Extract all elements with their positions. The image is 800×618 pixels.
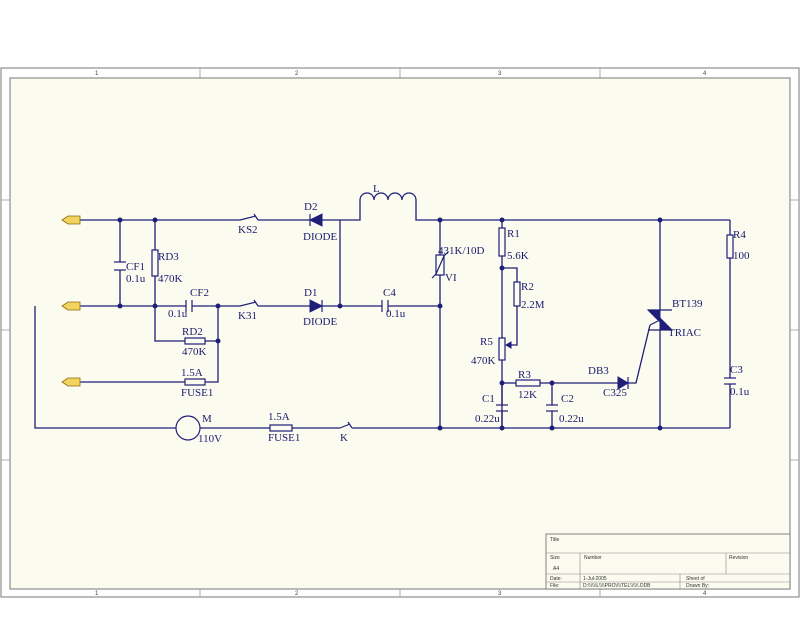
label-r5: R5: [480, 336, 493, 348]
label-d1-value: DIODE: [303, 316, 337, 328]
label-triac-part: BT139: [672, 298, 703, 310]
title-block-sheet: Sheet of: [686, 576, 705, 582]
label-r2: R2: [521, 281, 534, 293]
diode-d1-icon: [309, 299, 324, 313]
label-r3: R3: [518, 369, 531, 381]
connector-bottom[interactable]: [61, 377, 81, 387]
label-d2: D2: [304, 201, 317, 213]
label-varistor-value: 431K/10D: [438, 245, 485, 257]
resistor-r3-icon: [515, 379, 541, 387]
title-block-size: Size: [550, 555, 560, 561]
resistor-r2-icon: [513, 281, 521, 307]
label-d2-value: DIODE: [303, 231, 337, 243]
title-block-file-value: D:\\\\\\L\\\\PRO\\\\TEL\\\\\\.DDB: [583, 583, 651, 589]
label-cf2-value: 0.1u: [168, 308, 188, 320]
label-db3: DB3: [588, 365, 609, 377]
title-block-revision: Revision: [729, 555, 748, 561]
label-c2: C2: [561, 393, 574, 405]
label-ks2: KS2: [238, 224, 258, 236]
diode-db3-icon: [617, 376, 629, 390]
resistor-rd2-icon: [184, 337, 206, 345]
label-c3: C3: [730, 364, 743, 376]
zone-bottom-1: 1: [95, 591, 99, 597]
zone-ticks: [1, 68, 799, 597]
fuse-2-icon: [269, 424, 293, 432]
label-fuse2-rating: 1.5A: [268, 411, 290, 423]
switch-k: [339, 421, 353, 429]
title-block-title: Title: [550, 537, 559, 543]
connector-top[interactable]: [61, 215, 81, 225]
label-fuse1-name: FUSE1: [181, 387, 213, 399]
motor-icon: [175, 415, 201, 441]
label-c4-value: 0.1u: [386, 308, 406, 320]
label-fuse1-rating: 1.5A: [181, 367, 203, 379]
label-rd3: RD3: [158, 251, 179, 263]
label-fuse2-name: FUSE1: [268, 432, 300, 444]
zone-bottom-4: 4: [703, 591, 707, 597]
zone-top-1: 1: [95, 71, 99, 77]
resistor-rd3-icon: [151, 249, 159, 277]
triac-icon: [646, 309, 674, 331]
capacitor-c3-icon: [724, 377, 736, 385]
label-triac-type: TRIAC: [668, 327, 701, 339]
label-c3-value: 0.1u: [730, 386, 750, 398]
label-cf2: CF2: [190, 287, 209, 299]
label-c1-value: 0.22u: [475, 413, 500, 425]
title-block-date-value: 1-Jul-2005: [583, 576, 607, 582]
zone-bottom-2: 2: [295, 591, 299, 597]
label-motor-voltage: 110V: [198, 433, 222, 445]
label-r3-value: 12K: [518, 389, 537, 401]
connector-middle[interactable]: [61, 301, 81, 311]
zone-top-2: 2: [295, 71, 299, 77]
title-block-number: Number: [584, 555, 602, 561]
label-c1: C1: [482, 393, 495, 405]
label-r2-value: 2.2M: [521, 299, 545, 311]
varistor-icon: [431, 251, 449, 279]
label-k: K: [340, 432, 348, 444]
title-block-date: Date:: [550, 576, 562, 582]
label-r1: R1: [507, 228, 520, 240]
capacitor-c1-icon: [496, 404, 508, 412]
label-d1: D1: [304, 287, 317, 299]
label-db3-value: C325: [603, 387, 627, 399]
label-cf1-value: 0.1u: [126, 273, 146, 285]
label-c4: C4: [383, 287, 396, 299]
label-r4-value: 100: [733, 250, 750, 262]
label-r1-value: 5.6K: [507, 250, 529, 262]
label-l: L: [373, 183, 380, 195]
zone-top-3: 3: [498, 71, 502, 77]
inductor-l-icon: [359, 192, 417, 201]
label-r4: R4: [733, 229, 746, 241]
zone-bottom-3: 3: [498, 591, 502, 597]
label-cf1: CF1: [126, 261, 145, 273]
label-c2-value: 0.22u: [559, 413, 584, 425]
label-ks1: K31: [238, 310, 257, 322]
resistor-r4-icon: [726, 234, 734, 259]
title-block-file: File:: [550, 583, 559, 589]
junction-dots: [117, 217, 663, 431]
label-rd2: RD2: [182, 326, 203, 338]
label-r5-value: 470K: [471, 355, 496, 367]
potentiometer-r5-icon: [498, 337, 512, 361]
capacitor-c2-icon: [546, 404, 558, 412]
label-motor: M: [202, 413, 212, 425]
switch-ks2: [239, 213, 259, 221]
title-block-size-value: A4: [553, 566, 559, 572]
label-varistor-name: VI: [445, 272, 457, 284]
title-block: Title Size A4 Number Revision Date: 1-Ju…: [545, 533, 791, 590]
diode-d2-icon: [308, 213, 323, 227]
capacitor-cf1-icon: [114, 261, 126, 271]
zone-top-4: 4: [703, 71, 707, 77]
title-block-drawn-by: Drawn By:: [686, 583, 709, 589]
capacitor-cf2-icon: [185, 300, 193, 312]
label-rd2-value: 470K: [182, 346, 207, 358]
label-rd3-value: 470K: [158, 273, 183, 285]
fuse-1-icon: [184, 378, 206, 386]
switch-ks1: [239, 299, 259, 307]
resistor-r1-icon: [498, 227, 506, 257]
capacitor-c4-icon: [381, 300, 389, 312]
